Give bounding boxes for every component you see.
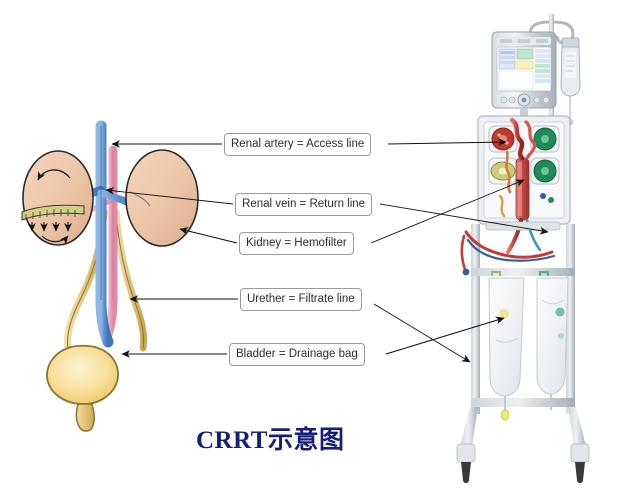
leader-kidney-right [370,179,525,244]
base-legs [456,407,590,483]
left-kidney [21,150,94,246]
label-renal-vein[interactable]: Renal vein = Return line [235,193,373,216]
hemofilter [515,157,530,221]
crrt-machine [456,14,590,483]
urinary-system-anatomy [21,120,199,432]
label-kidney[interactable]: Kidney = Hemofilter [239,232,354,255]
label-bladder[interactable]: Bladder = Drainage bag [229,343,365,366]
monitor-screen [491,31,557,116]
leader-renal-vein-right [379,203,549,235]
blood-pump [488,125,518,153]
label-renal-artery[interactable]: Renal artery = Access line [224,133,372,156]
tubing-bundle [460,230,556,276]
syringe-pump [488,157,518,185]
leader-kidney-left [179,227,238,244]
leader-ureter-right [373,303,471,363]
figure-title: CRRT示意图 [196,427,345,454]
leader-lines [105,138,549,363]
drainage-bag-right [536,271,569,410]
leader-renal-artery-right [387,138,507,147]
bladder [46,344,119,432]
effluent-pump [530,157,560,185]
drainage-bag-left [488,271,525,421]
right-kidney [125,149,199,247]
leader-renal-vein-left [105,187,234,205]
leader-bladder-right [385,316,505,355]
iv-fluid-bag [560,37,581,125]
label-ureter[interactable]: Urether = Filtrate line [240,288,362,311]
